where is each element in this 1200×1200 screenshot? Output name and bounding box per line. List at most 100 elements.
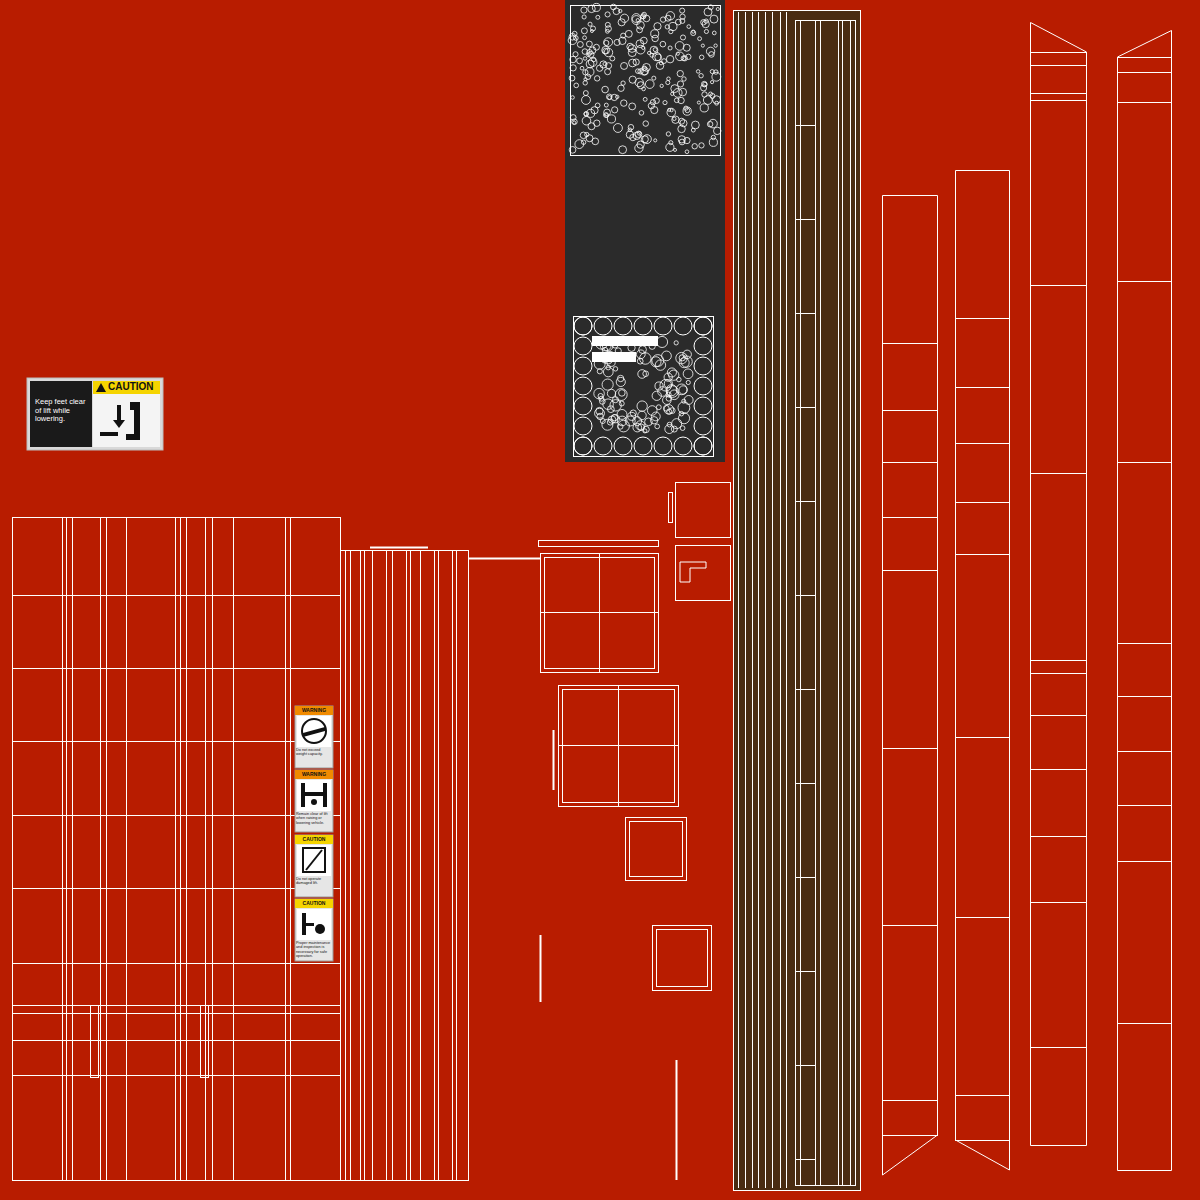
pattern-dot xyxy=(698,37,702,41)
pattern-dot xyxy=(611,4,617,10)
pattern-ring xyxy=(694,357,712,375)
label-body: Remain clear of lift when raising or low… xyxy=(296,812,332,825)
wire-line xyxy=(126,517,127,1180)
pattern-dot xyxy=(573,121,576,124)
pattern-bar xyxy=(592,352,636,362)
decal-icon xyxy=(301,783,305,807)
wire-line xyxy=(752,12,753,1188)
pattern-dot xyxy=(630,134,636,140)
pattern-dot xyxy=(680,19,685,24)
uv-shell xyxy=(796,21,856,1186)
wire-line xyxy=(795,1159,815,1160)
uv-shell xyxy=(13,518,341,1181)
pattern-dot xyxy=(642,46,645,49)
pattern-dot xyxy=(709,92,713,96)
decal-icon xyxy=(315,924,325,934)
uv-shell xyxy=(669,493,673,523)
pattern-dot xyxy=(621,81,625,85)
label-heading: WARNING xyxy=(295,771,333,778)
wire-line xyxy=(12,1005,340,1006)
safety-decal: CAUTIONProper maintenance and inspection… xyxy=(295,899,333,961)
pattern-dot xyxy=(632,16,641,25)
wire-line xyxy=(1117,643,1172,644)
pattern-dot xyxy=(662,59,667,64)
pattern-dot xyxy=(697,101,700,104)
pattern-dot xyxy=(640,353,651,364)
wire-line xyxy=(882,343,938,344)
pattern-dot xyxy=(666,132,670,136)
wire-line xyxy=(955,443,1010,444)
wire-line xyxy=(452,550,453,1180)
wire-line xyxy=(12,963,340,964)
caution-label: CAUTIONKeep feet clear of lift while low… xyxy=(27,378,163,450)
pattern-dot xyxy=(666,12,674,20)
pattern-dot xyxy=(621,100,627,106)
pattern-dot xyxy=(714,44,717,47)
pattern-dot xyxy=(619,146,627,154)
pattern-dot xyxy=(667,368,676,377)
foot-icon xyxy=(100,432,118,436)
pattern-dot xyxy=(666,80,670,84)
pattern-dot xyxy=(682,77,686,81)
decal-header xyxy=(295,706,333,715)
pattern-dot xyxy=(643,135,652,144)
pattern-dot xyxy=(704,8,712,16)
pattern-dot xyxy=(611,94,617,100)
decal-icon-area xyxy=(297,845,331,876)
pattern-dot xyxy=(583,36,587,40)
pattern-dot xyxy=(639,346,647,354)
wire-line xyxy=(795,501,815,502)
pattern-dot xyxy=(687,25,691,29)
wire-line xyxy=(745,12,746,1188)
decal-icon-area xyxy=(297,780,331,811)
uv-shell xyxy=(676,483,731,538)
pattern-dot xyxy=(608,96,612,100)
wire-line xyxy=(820,20,821,1185)
pattern-dot xyxy=(691,121,699,129)
decal-plate xyxy=(295,770,333,832)
pattern-dot xyxy=(621,62,628,69)
wire-line xyxy=(815,20,816,1185)
wire-line xyxy=(175,517,176,1180)
wire-line xyxy=(12,815,340,816)
uv-shell xyxy=(559,686,679,807)
uv-shell xyxy=(541,554,659,673)
wire-line xyxy=(795,783,815,784)
pattern-dot xyxy=(605,69,611,75)
pattern-dot xyxy=(584,111,589,116)
pattern-dot xyxy=(667,108,675,116)
pattern-dot xyxy=(597,413,603,419)
pattern-dot xyxy=(673,117,677,121)
pattern-dot xyxy=(596,15,600,19)
pattern-dot xyxy=(619,390,626,397)
uv-shell xyxy=(539,541,659,547)
wire-line xyxy=(406,550,407,1180)
decal-plate xyxy=(295,706,333,768)
pattern-dot xyxy=(700,104,708,112)
wire-line xyxy=(800,20,801,1185)
wire-outline xyxy=(680,562,706,582)
label-heading: CAUTION xyxy=(295,836,333,843)
pattern-ring xyxy=(694,437,712,455)
pattern-dot xyxy=(655,424,660,429)
pattern-dot xyxy=(679,386,687,394)
decal-icon xyxy=(305,792,323,796)
pattern-dot xyxy=(668,46,672,50)
wire-line xyxy=(290,517,291,1180)
label-heading: CAUTION xyxy=(108,381,163,393)
pattern-dot xyxy=(583,81,587,85)
wire-line xyxy=(72,517,73,1180)
pattern-dot xyxy=(596,65,602,71)
pattern-dot xyxy=(607,115,615,123)
pattern-ring xyxy=(574,317,592,335)
pattern-dot xyxy=(619,9,622,12)
pattern-dot xyxy=(650,417,657,424)
pattern-ring xyxy=(574,437,592,455)
wire-line xyxy=(1117,696,1172,697)
pattern-dot xyxy=(626,131,633,138)
pattern-dot xyxy=(710,81,713,84)
pattern-dot xyxy=(638,69,643,74)
pattern-dot xyxy=(683,350,692,359)
wire-line xyxy=(955,318,1010,319)
